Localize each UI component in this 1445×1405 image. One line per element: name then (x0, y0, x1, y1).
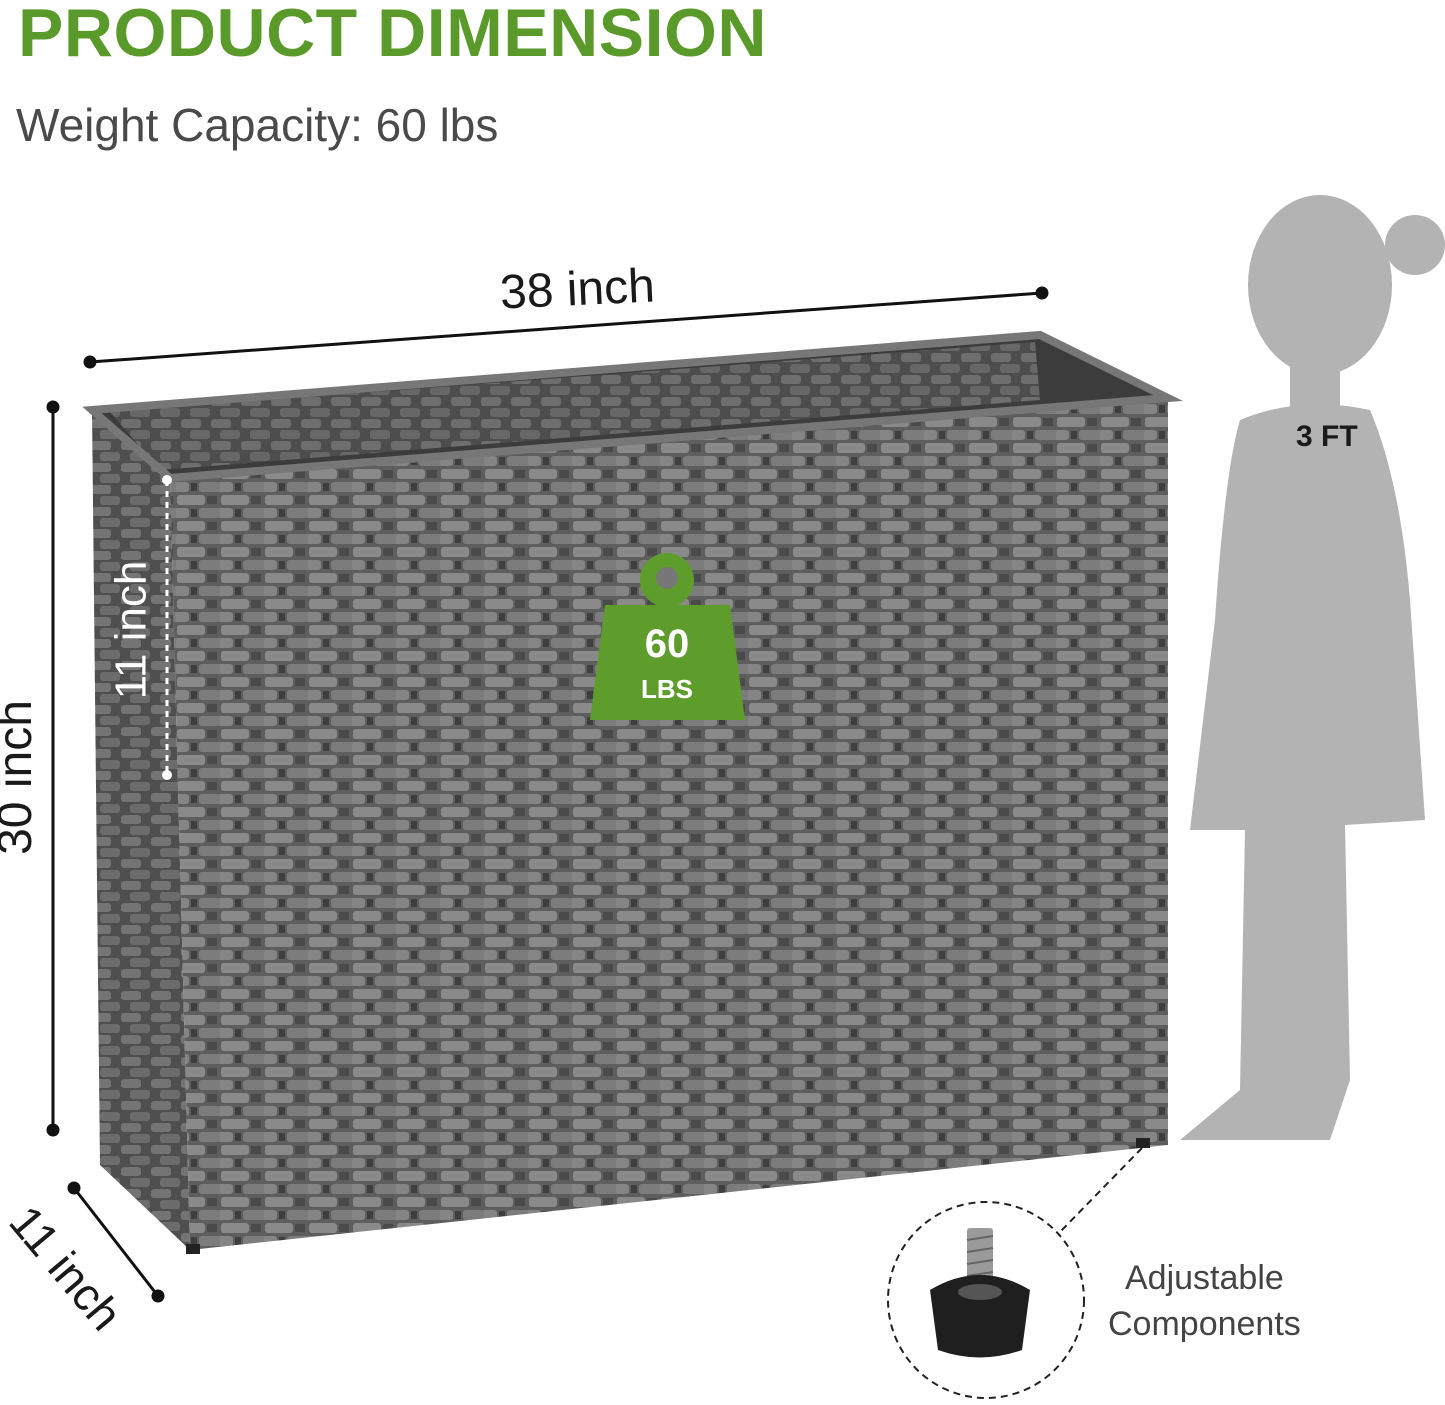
dimension-lines (46, 286, 1049, 1303)
adjustable-line1: Adjustable (1125, 1259, 1284, 1297)
planter-side-face (92, 410, 190, 1250)
weight-badge-unit: LBS (641, 674, 693, 704)
height-label: 30 inch (0, 700, 42, 855)
inner-depth-label: 11 inch (106, 560, 156, 700)
weight-badge-value: 60 (644, 622, 690, 666)
weight-icon (590, 553, 745, 720)
adjustable-foot-icon (930, 1228, 1030, 1358)
planter-front-face (170, 398, 1168, 1250)
child-height-label: 3 FT (1296, 420, 1358, 453)
weight-capacity-text: Weight Capacity: 60 lbs (16, 99, 499, 151)
width-label: 38 inch (498, 259, 656, 320)
child-silhouette-icon (1180, 195, 1445, 1140)
adjustable-components-label: Adjustable Components (1108, 1255, 1301, 1347)
inner-depth-line (162, 475, 172, 780)
page-title: PRODUCT DIMENSION (18, 0, 767, 71)
adjustable-line2: Components (1108, 1305, 1301, 1343)
